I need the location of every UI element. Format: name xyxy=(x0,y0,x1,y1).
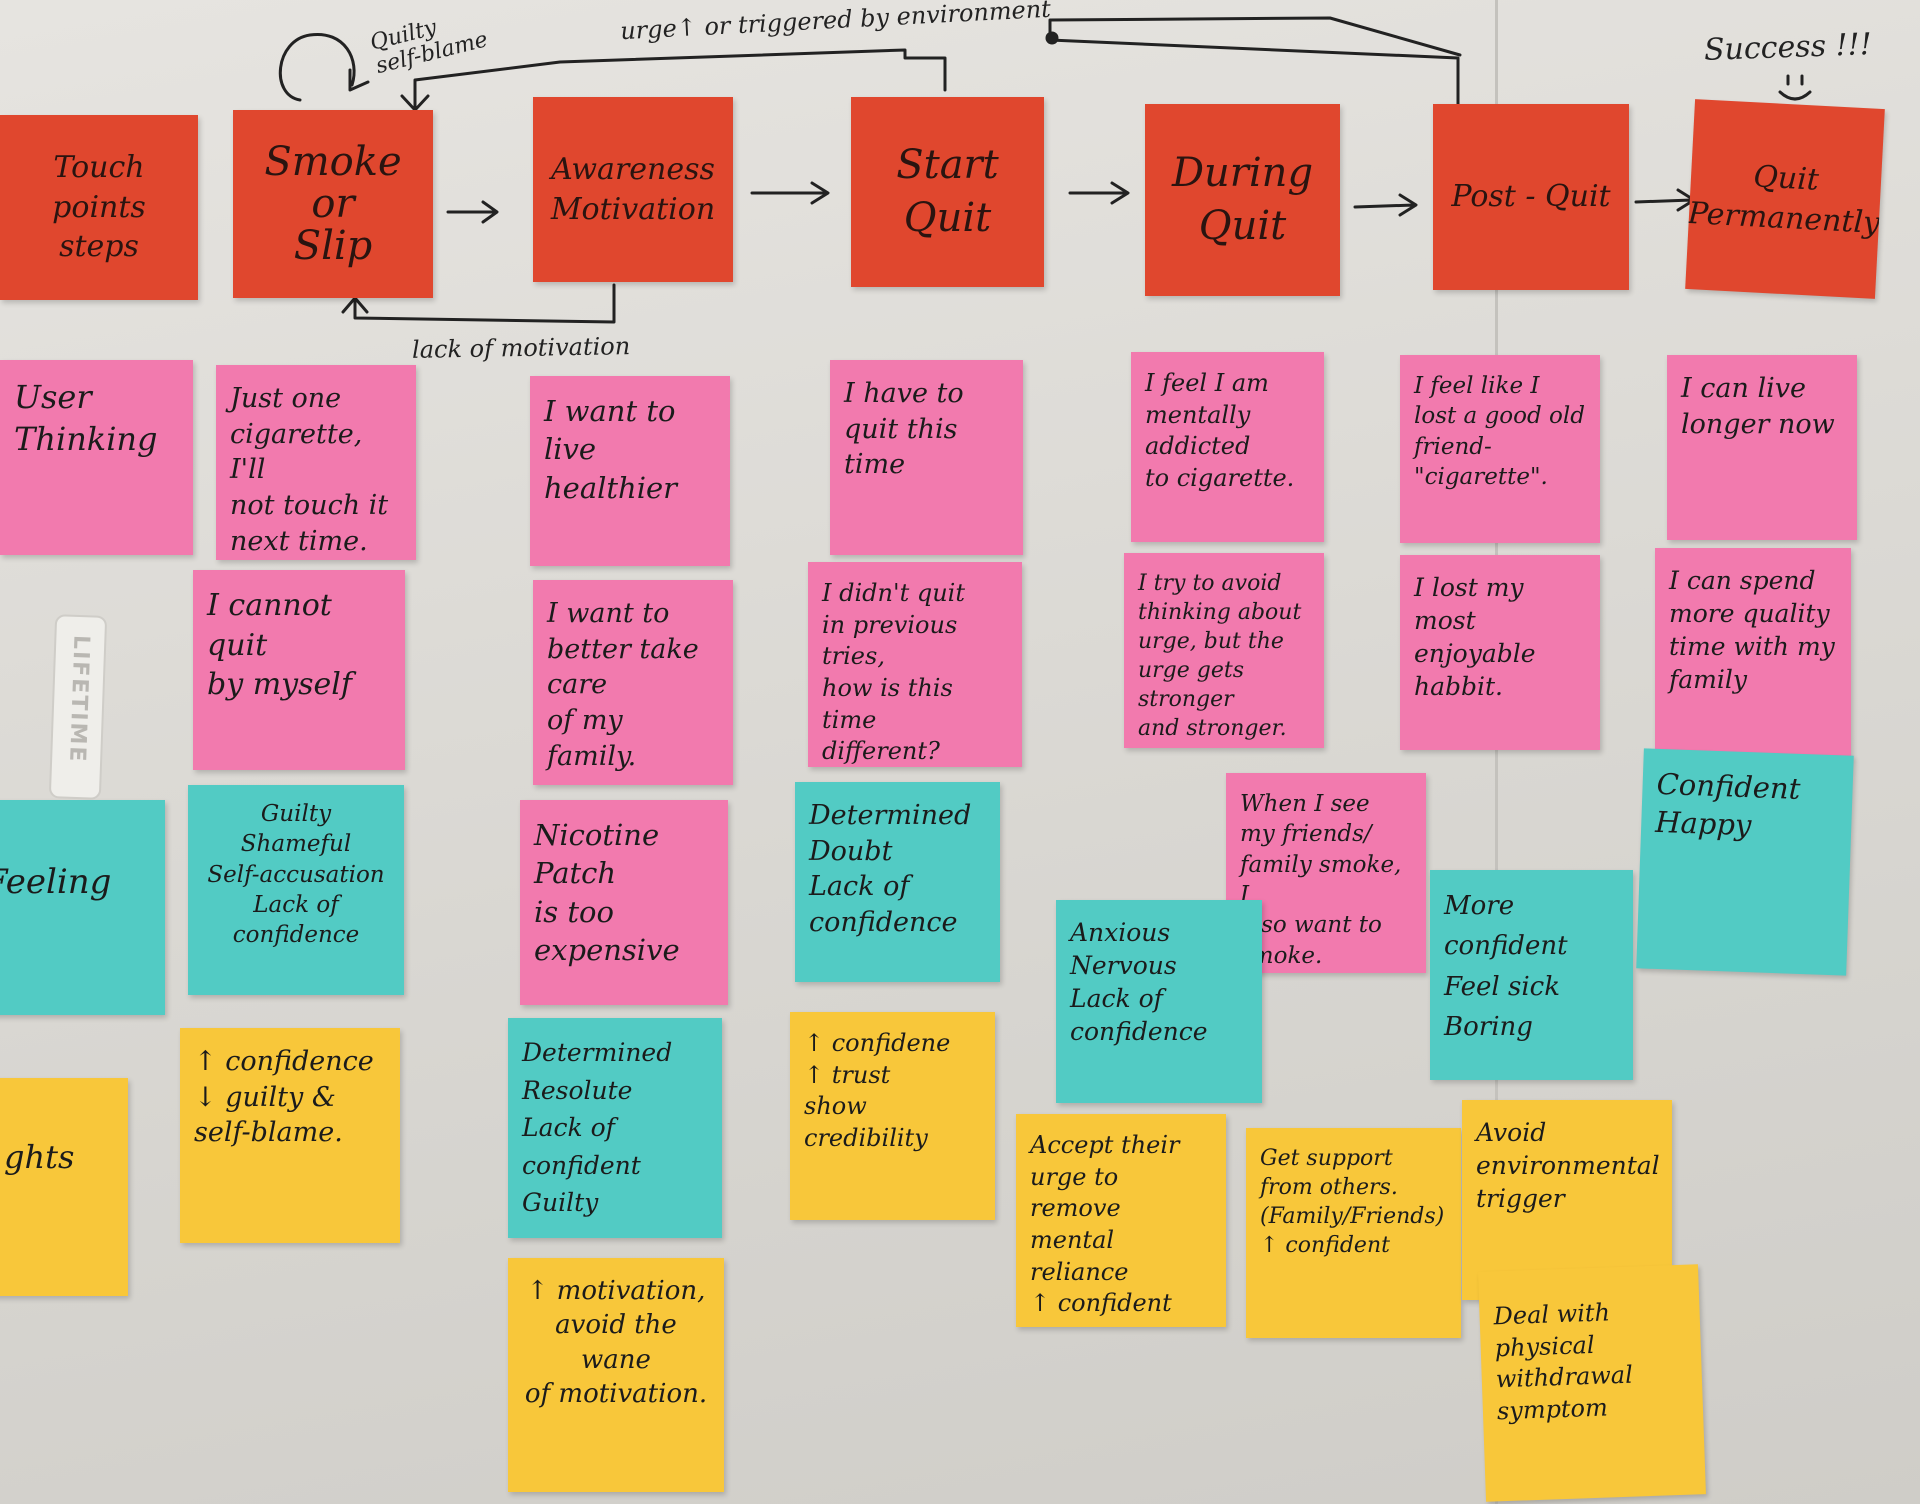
feeling-permanent: Confident Happy xyxy=(1636,748,1854,976)
thinking-during-1: I feel I am mentally addicted to cigaret… xyxy=(1131,352,1324,542)
thinking-awareness-2: I want to better take care of my family. xyxy=(533,580,733,785)
lack-motivation-arrowhead xyxy=(341,296,369,314)
lack-motivation-arrow xyxy=(353,283,616,324)
insight-start: ↑ confidene ↑ trust show credibility xyxy=(790,1012,995,1220)
feeling-start: Determined Doubt Lack of confidence xyxy=(795,782,1000,982)
feeling-awareness: Determined Resolute Lack of confident Gu… xyxy=(508,1018,722,1238)
lack-of-motivation-note: lack of motivation xyxy=(411,332,631,364)
insight-post-2: Deal with physical withdrawal symptom xyxy=(1478,1264,1706,1502)
insight-during-2: Get support from others. (Family/Friends… xyxy=(1246,1128,1461,1338)
thinking-post-1: I feel like I lost a good old friend-"ci… xyxy=(1400,355,1600,543)
arrow-awareness-start xyxy=(750,181,830,205)
feeling-post: More confident Feel sick Boring xyxy=(1430,870,1633,1080)
thinking-smoke-1: Just one cigarette, I'll not touch it ne… xyxy=(216,365,416,560)
stage-during-quit: During Quit xyxy=(1145,104,1340,296)
insight-during-1: Accept their urge to remove mental relia… xyxy=(1016,1114,1226,1327)
thinking-awareness-3: Nicotine Patch is too expensive xyxy=(520,800,728,1005)
insight-awareness: ↑ motivation, avoid the wane of motivati… xyxy=(508,1258,724,1492)
table-logo: LIFETIME xyxy=(48,614,108,800)
self-loop-arrowhead xyxy=(348,68,370,92)
stage-awareness-motivation: Awareness Motivation xyxy=(533,97,733,282)
thinking-awareness-1: I want to live healthier xyxy=(530,376,730,566)
thinking-permanent-1: I can live longer now xyxy=(1667,355,1857,540)
insights-label: ghts xyxy=(0,1078,128,1296)
arrow-start-during xyxy=(1068,181,1130,205)
feeling-label: Feeling xyxy=(0,800,165,1015)
thinking-start-1: I have to quit this time xyxy=(830,360,1023,555)
insight-smoke: ↑ confidence ↓ guilty & self-blame. xyxy=(180,1028,400,1243)
table-seam xyxy=(1495,0,1498,1504)
stage-smoke-or-slip: Smoke or Slip xyxy=(233,110,433,298)
self-loop-arrow xyxy=(278,33,356,102)
stage-quit-permanently: Quit Permanently xyxy=(1685,99,1885,299)
feeling-smoke: Guilty Shameful Self-accusation Lack of … xyxy=(188,785,404,995)
arrow-during-post xyxy=(1353,193,1418,217)
arrow-smoke-awareness xyxy=(446,200,499,224)
stage-start-quit: Start Quit xyxy=(851,97,1044,287)
arrow-post-permanent xyxy=(1634,188,1696,212)
feeling-during: Anxious Nervous Lack of confidence xyxy=(1056,900,1262,1103)
thinking-label: User Thinking xyxy=(0,360,193,555)
thinking-permanent-2: I can spend more quality time with my fa… xyxy=(1655,548,1851,758)
relapse-line xyxy=(1048,16,1462,112)
stage-post-quit: Post - Quit xyxy=(1433,104,1629,290)
thinking-start-2: I didn't quit in previous tries, how is … xyxy=(808,562,1022,767)
thinking-during-2: I try to avoid thinking about urge, but … xyxy=(1124,553,1324,748)
stage-touchpoints: Touch points steps xyxy=(0,115,198,300)
thinking-smoke-2: I cannot quit by myself xyxy=(193,570,405,770)
thinking-post-2: I lost my most enjoyable habbit. xyxy=(1400,555,1600,750)
smiley-icon xyxy=(1778,74,1812,101)
success-note: Success !!! xyxy=(1703,27,1873,68)
urge-feedback-arrow xyxy=(413,48,947,110)
